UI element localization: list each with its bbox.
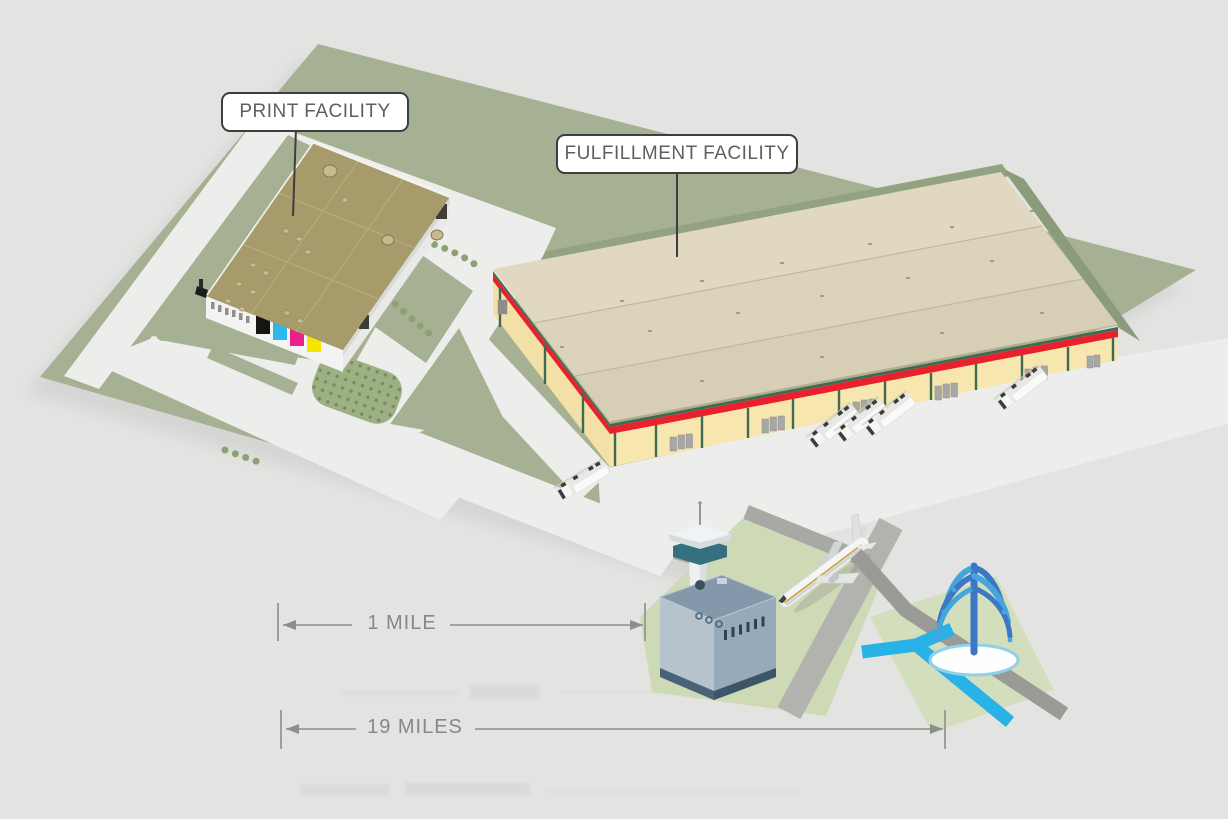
fountain-park — [850, 549, 1069, 733]
warehouse-roof-vents — [560, 210, 1044, 382]
roof-vents — [224, 164, 444, 324]
porthole-windows — [695, 612, 723, 628]
chimney — [195, 286, 208, 298]
shrub-patch — [312, 354, 402, 424]
dimension-lines — [277, 603, 946, 749]
terminal-building — [658, 574, 778, 700]
print-facility-building — [195, 140, 452, 372]
park-road — [850, 549, 1069, 721]
window-slits — [724, 616, 765, 640]
cockpit — [778, 594, 787, 604]
roof-seams — [241, 160, 416, 333]
fulfillment-facility-label-text: FULFILLMENT FACILITY — [564, 143, 790, 164]
print-facility-label-text: PRINT FACILITY — [239, 101, 391, 122]
dimension-1-mile — [277, 603, 646, 641]
dimension-19-miles — [280, 710, 946, 749]
warehouse-roof-seams — [533, 225, 1084, 377]
dock-slits — [211, 302, 250, 323]
runway — [777, 517, 903, 720]
warehouse-roof — [493, 172, 1042, 323]
airplane — [778, 513, 877, 613]
distance-label-1-mile: 1 MILE — [367, 612, 437, 634]
fulfillment-facility-building — [493, 172, 1119, 467]
print-roof — [206, 142, 450, 350]
rooftop-vent — [695, 580, 705, 590]
fountain-spray — [935, 562, 1013, 656]
distance-label-19-miles: 19 MILES — [367, 716, 463, 738]
print-facility-label: PRINT FACILITY — [221, 92, 409, 132]
print-leader-line — [292, 127, 297, 217]
fulfillment-facility-label: FULFILLMENT FACILITY — [556, 134, 798, 174]
airport — [640, 501, 903, 720]
leader-lines — [292, 127, 678, 257]
hedges — [221, 237, 481, 467]
